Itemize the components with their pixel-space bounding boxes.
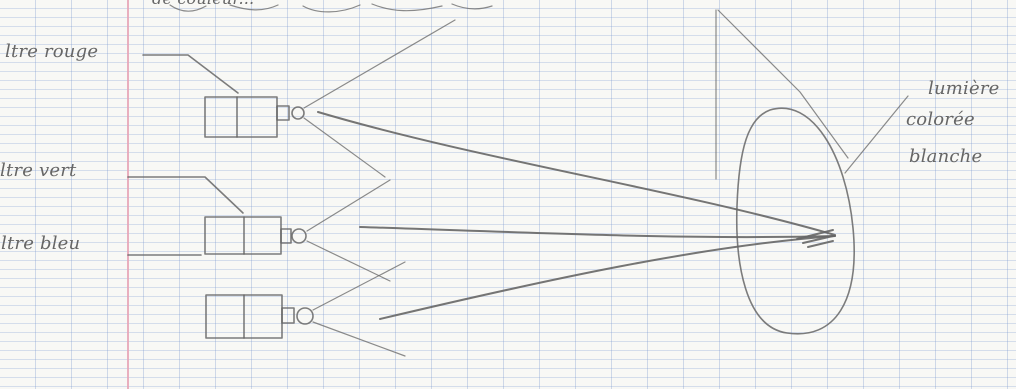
green-light-source [205,180,390,281]
green-filter-leader-line [128,177,243,213]
green-beam-edge-top [307,180,390,231]
blue-light-source [206,262,405,356]
blue-beam-edge-top [313,262,405,310]
red-lamp-neck [277,106,289,120]
green-filter-box [205,217,281,254]
red-lamp-bulb [292,107,304,119]
red-beam-edge-top [304,20,455,108]
green-lamp-neck [281,229,291,243]
red-center-beam [318,112,835,235]
green-center-beam [360,227,835,237]
red-light-source [205,20,455,177]
green-beam-edge-bottom [307,241,390,281]
green-lamp-bulb [292,229,306,243]
right-label-leader-line [845,96,908,173]
red-filter-box [205,97,277,137]
screen-outline [716,10,848,179]
blue-beam-edge-bottom [313,322,405,356]
blue-center-beam [380,236,835,319]
top-heading-scribble [170,4,492,12]
blue-lamp-bulb [297,308,313,324]
red-filter-leader-line [143,55,238,93]
blue-lamp-neck [282,308,294,323]
